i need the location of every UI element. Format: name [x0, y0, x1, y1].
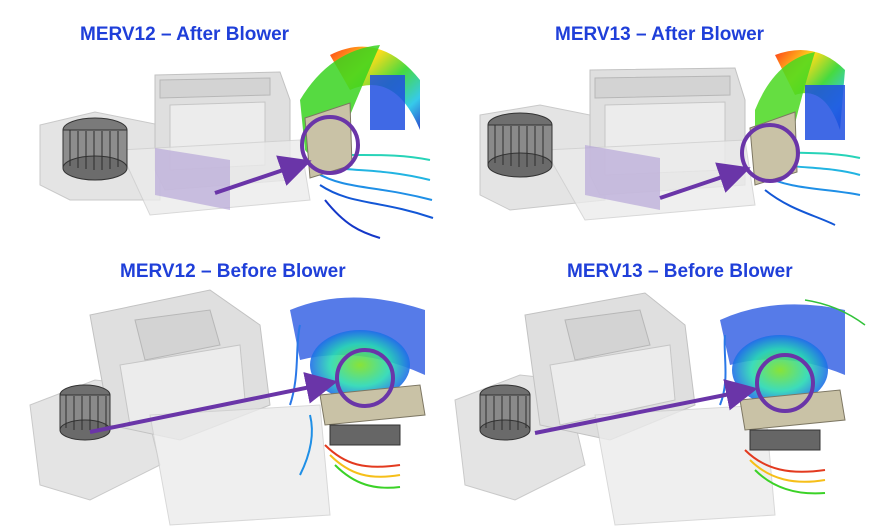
pointer-arrow [534, 379, 758, 435]
pointer-arrow [659, 162, 751, 200]
panel-merv12-after-blower: MERV12 – After Blower [0, 0, 445, 265]
blower-housing-lower [749, 429, 821, 451]
panel-title: MERV12 – Before Blower [120, 261, 346, 282]
filter-section-plane [585, 145, 660, 210]
blower-wheel [487, 112, 553, 178]
cfd-scene-merv12-after [39, 45, 434, 239]
cfd-scene-merv12-before [29, 289, 426, 526]
streamlines [754, 50, 861, 226]
filter-section-plane [155, 148, 230, 210]
highlight-circle [300, 115, 360, 175]
cfd-scene-merv13-after [479, 50, 861, 226]
panel-merv12-before-blower: MERV12 – Before Blower [0, 261, 445, 530]
cfd-scene-merv13-before [454, 292, 866, 526]
highlight-circle [740, 123, 800, 183]
panel-merv13-after-blower: MERV13 – After Blower [445, 0, 890, 265]
pointer-arrow [214, 155, 312, 195]
blower-wheel [62, 117, 128, 181]
panel-title: MERV13 – Before Blower [567, 261, 793, 282]
blower-wheel [59, 384, 111, 441]
panel-title: MERV12 – After Blower [80, 24, 290, 45]
blower-housing-lower [329, 424, 401, 446]
pointer-arrow [89, 372, 338, 434]
panel-title: MERV13 – After Blower [555, 24, 765, 45]
blower-wheel [479, 384, 531, 441]
streamlines [289, 297, 425, 489]
panel-merv13-before-blower: MERV13 – Before Blower [445, 261, 890, 530]
